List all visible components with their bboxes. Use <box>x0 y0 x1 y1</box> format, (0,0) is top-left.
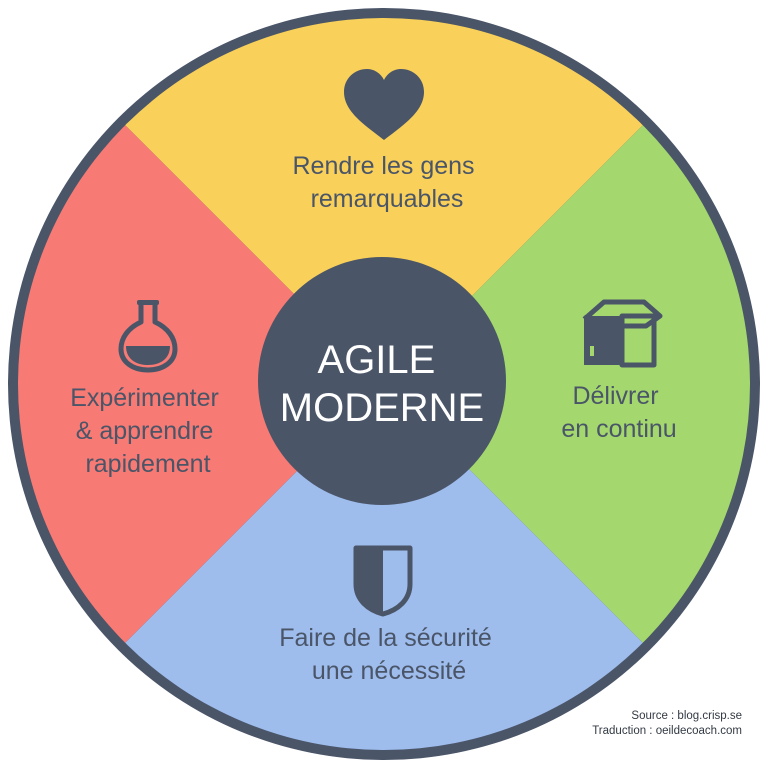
label-left-line: rapidement <box>85 450 210 478</box>
center-title-line: AGILE <box>318 338 436 382</box>
source-credit: Source : blog.crisp.se <box>631 710 742 722</box>
translation-credit: Traduction : oeildecoach.com <box>592 725 742 737</box>
label-bottom-line: Faire de la sécurité <box>279 624 492 652</box>
center-title: AGILE MODERNE <box>280 338 484 430</box>
center-title-line: MODERNE <box>280 386 484 430</box>
flask-icon <box>118 300 178 373</box>
label-left: Expérimenter & apprendre rapidement <box>70 384 226 478</box>
credits: Source : blog.crisp.se Traduction : oeil… <box>592 709 742 739</box>
segment-bottom <box>125 384 643 750</box>
label-left-line: & apprendre <box>76 417 214 445</box>
heart-icon <box>344 69 424 140</box>
label-right-line: en continu <box>561 415 676 443</box>
segment-top <box>125 18 643 385</box>
label-left-line: Expérimenter <box>70 384 219 412</box>
label-right-line: Délivrer <box>572 382 658 410</box>
box-icon <box>582 299 663 368</box>
shield-icon <box>353 545 413 617</box>
label-bottom-line: une nécessité <box>312 657 466 685</box>
label-top: Rendre les gens remarquables <box>292 152 481 213</box>
label-bottom: Faire de la sécurité une nécessité <box>279 624 499 685</box>
label-right: Délivrer en continu <box>561 382 676 443</box>
segment-left <box>18 125 385 643</box>
center-circle <box>258 257 506 505</box>
segment-right <box>384 125 750 643</box>
label-top-line: remarquables <box>311 185 464 213</box>
label-top-line: Rendre les gens <box>292 152 474 180</box>
